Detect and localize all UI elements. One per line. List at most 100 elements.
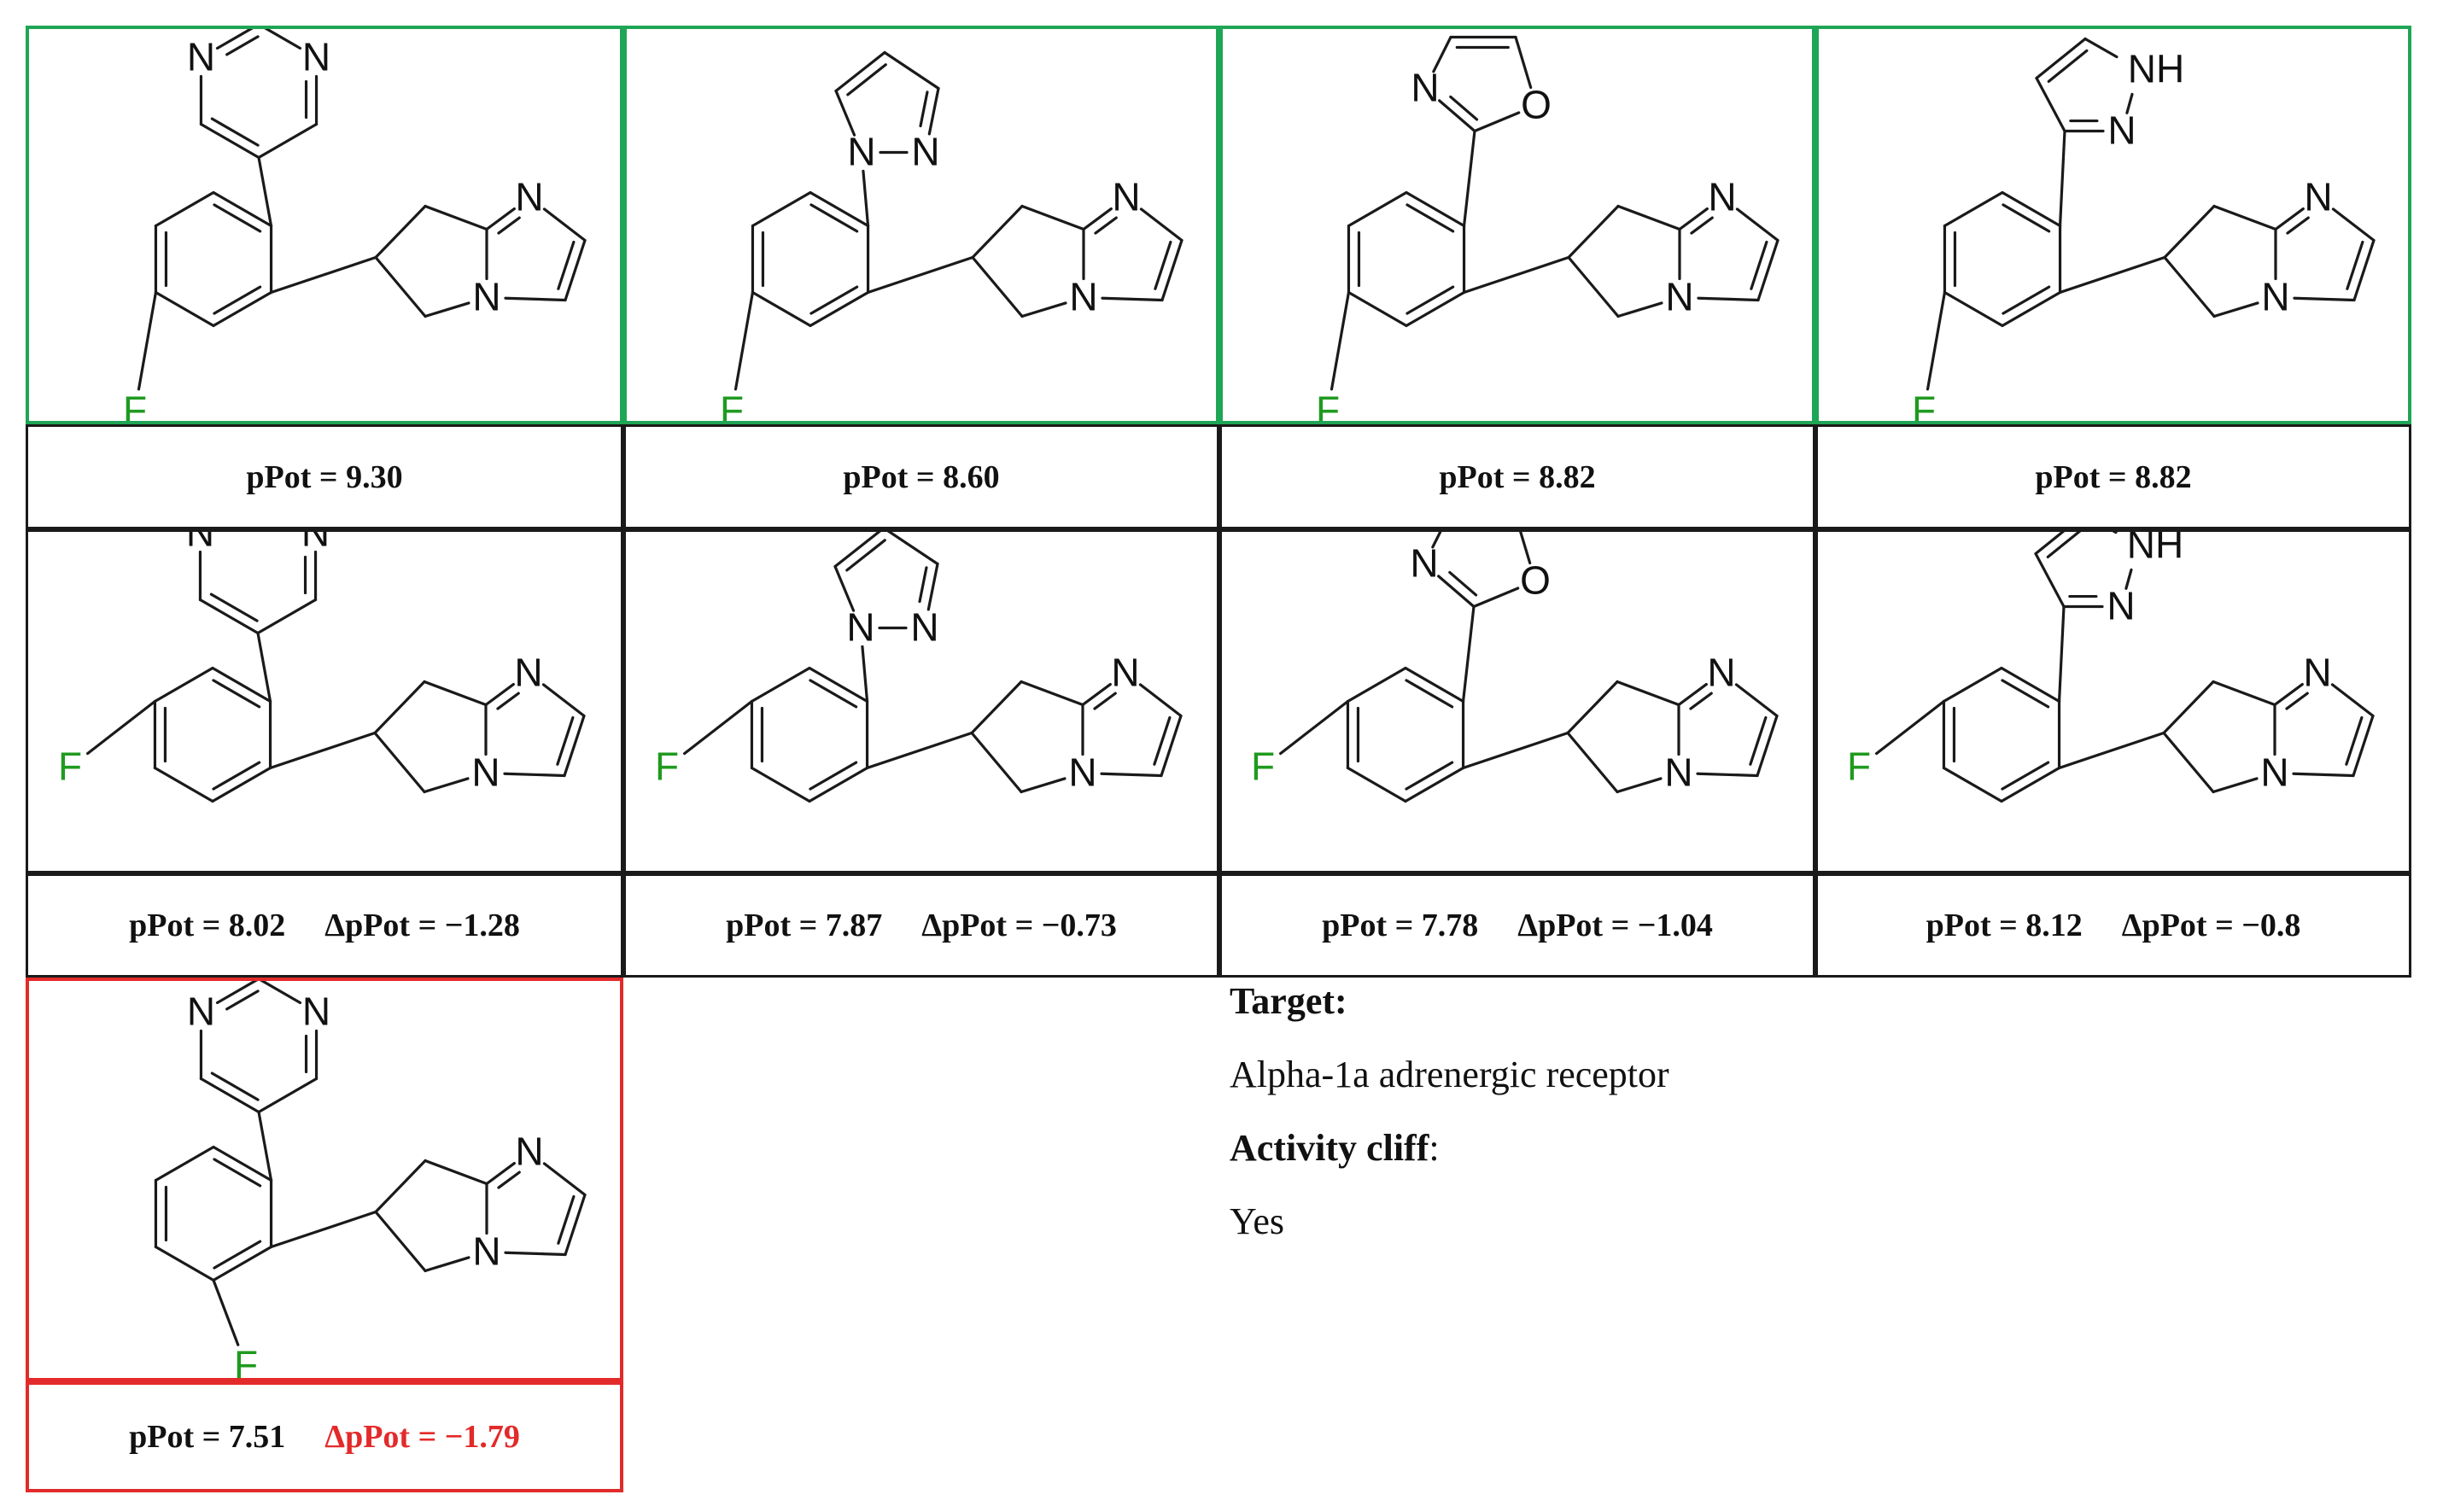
ppot-value: pPot = 7.51 bbox=[129, 1419, 286, 1455]
structure-cell-c3: N N F N O bbox=[1219, 26, 1815, 433]
atom-o-oxazole: O bbox=[1520, 558, 1551, 603]
atom-n-imidazole: N bbox=[515, 175, 543, 219]
delta-ppot-value: ΔpPot = −0.8 bbox=[2121, 908, 2301, 943]
ppot-value: pPot = 8.02 bbox=[129, 908, 286, 943]
target-value: Alpha-1a adrenergic receptor bbox=[1230, 1054, 1669, 1095]
molecule-c5: N N F N N bbox=[58, 498, 586, 803]
atom-n-pyrimidine-1: N bbox=[187, 35, 215, 79]
potency-cell-c2: pPot = 8.60 bbox=[623, 424, 1219, 529]
atom-n-pyrimidine-1: N bbox=[187, 990, 215, 1034]
atom-n-pyrimidine-1: N bbox=[186, 532, 214, 555]
structure-cell-c7: N N F N O bbox=[1219, 511, 1815, 873]
atom-o-oxazole: O bbox=[1521, 83, 1552, 127]
atom-n-bridge: N bbox=[1664, 750, 1692, 795]
atom-n-bridge: N bbox=[471, 750, 500, 795]
atom-fluorine: F bbox=[234, 1343, 258, 1379]
atom-n-bridge: N bbox=[2261, 275, 2289, 319]
cliff-colon: : bbox=[1429, 1127, 1440, 1169]
structure-svg-c1: N N F N N bbox=[123, 22, 587, 433]
atom-nh-pyrazole: NH bbox=[2128, 47, 2184, 91]
structure-svg-c7: N N F N O bbox=[1251, 511, 1779, 803]
ppot-value: pPot = 8.82 bbox=[2035, 458, 2192, 495]
potency-cell-c8: pPot = 8.12 ΔpPot = −0.8 bbox=[1815, 873, 2411, 978]
structure-svg-c9: N N F N N bbox=[154, 977, 587, 1387]
atom-n-imidazole: N bbox=[514, 651, 542, 695]
atom-fluorine: F bbox=[1912, 388, 1936, 422]
delta-ppot-value: ΔpPot = −1.04 bbox=[1517, 908, 1713, 943]
atom-n-pyrimidine-2: N bbox=[301, 532, 330, 555]
atom-n-bridge: N bbox=[1665, 275, 1693, 319]
atom-fluorine: F bbox=[123, 388, 147, 422]
atom-n-bridge: N bbox=[472, 275, 500, 319]
atom-n-oxazole: N bbox=[1411, 66, 1439, 110]
delta-ppot-value: ΔpPot = −1.28 bbox=[324, 908, 520, 943]
atom-n-imidazole: N bbox=[2304, 175, 2332, 219]
atom-n-imidazole: N bbox=[515, 1130, 543, 1174]
atom-n-pyrazole-2: N bbox=[911, 130, 939, 174]
target-info: Target: Alpha-1a adrenergic receptor Act… bbox=[1230, 978, 1669, 1271]
atom-n-bridge: N bbox=[1069, 275, 1097, 319]
structure-cell-c8: N N F N NH bbox=[1815, 512, 2411, 873]
ppot-value: pPot = 8.82 bbox=[1439, 458, 1596, 495]
atom-fluorine: F bbox=[655, 744, 679, 789]
atom-fluorine: F bbox=[1316, 388, 1340, 422]
atom-n-imidazole: N bbox=[1111, 651, 1139, 695]
ppot-value: pPot = 8.60 bbox=[843, 458, 1000, 495]
atom-n-pyrazole-1: N bbox=[847, 130, 875, 174]
atom-nh-pyrazole: NH bbox=[2127, 532, 2183, 567]
molecule-c1: N N F N N bbox=[123, 22, 587, 433]
structure-cell-c5: N N F N N bbox=[26, 498, 623, 873]
atom-n-bridge: N bbox=[472, 1229, 500, 1274]
potency-cell-c7: pPot = 7.78 ΔpPot = −1.04 bbox=[1219, 873, 1815, 978]
potency-cell-c6: pPot = 7.87 ΔpPot = −0.73 bbox=[623, 873, 1219, 978]
atom-fluorine: F bbox=[58, 744, 82, 789]
atom-n-pyrimidine-2: N bbox=[302, 35, 330, 79]
ppot-value: pPot = 9.30 bbox=[246, 458, 403, 495]
structure-cell-c9: N N F N N bbox=[26, 977, 623, 1387]
ppot-value: pPot = 8.12 bbox=[1926, 908, 2083, 943]
molecule-c4: N N F N NH bbox=[1912, 37, 2376, 433]
structure-cell-c1: N N F N N bbox=[26, 22, 623, 433]
atom-n-pyrazole-2: N bbox=[2107, 108, 2136, 153]
atom-n-pyrimidine-2: N bbox=[302, 990, 330, 1034]
potency-cell-c1: pPot = 9.30 bbox=[26, 424, 623, 529]
structure-cell-c4: N N F N NH bbox=[1815, 26, 2411, 433]
atom-fluorine: F bbox=[1847, 744, 1871, 789]
atom-n-imidazole: N bbox=[1708, 175, 1736, 219]
atom-n-pyrazole-2: N bbox=[910, 605, 938, 650]
atom-n-pyrazole-2: N bbox=[2107, 584, 2135, 628]
structure-svg-c4: N N F N NH bbox=[1912, 37, 2376, 433]
potency-cell-c4: pPot = 8.82 bbox=[1815, 424, 2411, 529]
atom-n-bridge: N bbox=[1068, 750, 1096, 795]
target-heading: Target: bbox=[1230, 980, 1347, 1022]
ppot-value: pPot = 7.87 bbox=[726, 908, 883, 943]
cliff-heading: Activity cliff bbox=[1230, 1127, 1429, 1169]
atom-n-oxazole: N bbox=[1410, 541, 1438, 586]
structure-svg-c8: N N F N NH bbox=[1847, 512, 2375, 803]
atom-n-imidazole: N bbox=[2303, 651, 2331, 695]
molecule-c8: N N F N NH bbox=[1847, 512, 2375, 803]
molecule-c7: N N F N O bbox=[1251, 511, 1779, 803]
potency-cell-c3: pPot = 8.82 bbox=[1219, 424, 1815, 529]
delta-ppot-value: ΔpPot = −1.79 bbox=[324, 1419, 520, 1455]
atom-n-bridge: N bbox=[2260, 750, 2288, 795]
atom-n-imidazole: N bbox=[1112, 175, 1140, 219]
ppot-value: pPot = 7.78 bbox=[1322, 908, 1479, 943]
potency-cell-c9: pPot = 7.51 ΔpPot = −1.79 bbox=[26, 1381, 623, 1492]
structure-svg-c3: N N F N O bbox=[1316, 35, 1780, 433]
atom-n-imidazole: N bbox=[1707, 651, 1735, 695]
cliff-value: Yes bbox=[1230, 1200, 1285, 1242]
atom-fluorine: F bbox=[720, 388, 744, 422]
molecule-c3: N N F N O bbox=[1316, 35, 1780, 433]
molecule-c9: N N F N N bbox=[154, 977, 587, 1387]
delta-ppot-value: ΔpPot = −0.73 bbox=[921, 908, 1117, 943]
potency-cell-c5: pPot = 8.02 ΔpPot = −1.28 bbox=[26, 873, 623, 978]
atom-fluorine: F bbox=[1251, 744, 1275, 789]
